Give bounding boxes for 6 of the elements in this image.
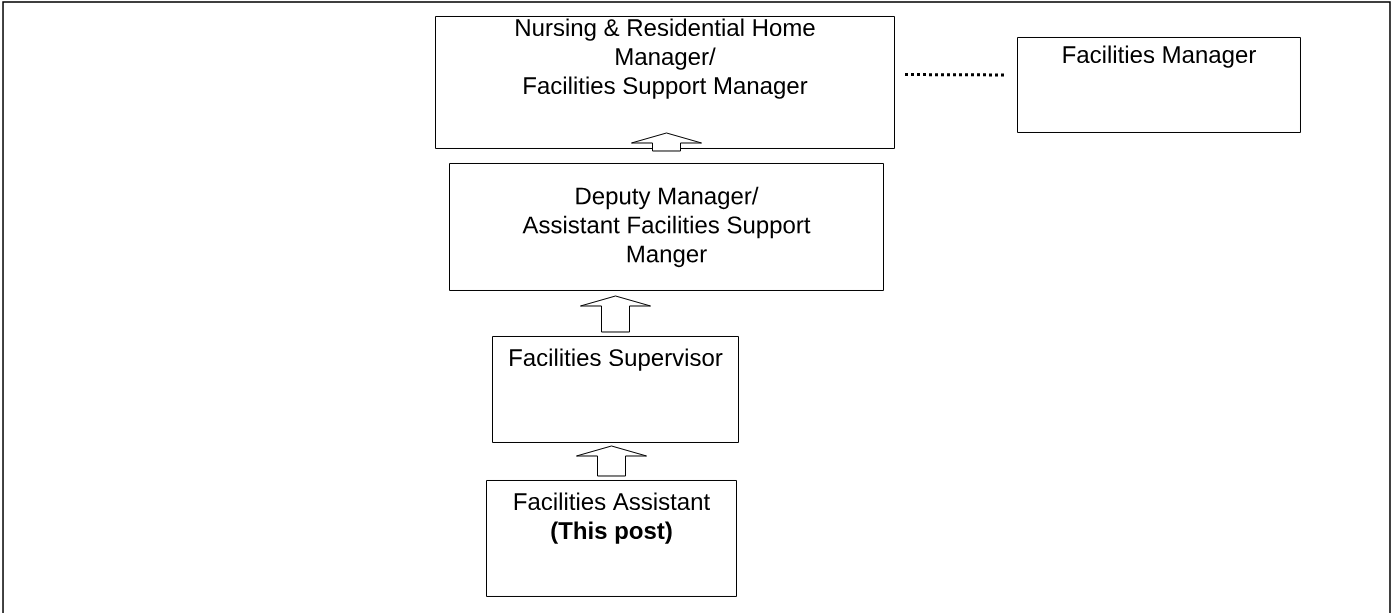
role-box: Facilities Manager — [1017, 37, 1301, 133]
role-box: Facilities Supervisor — [492, 336, 739, 443]
role-box: Deputy Manager/ Assistant Facilities Support Manger — [449, 163, 884, 291]
role-box: Nursing & Residential Home Manager/ Facilities Support Manager — [435, 16, 895, 149]
dotted-line — [905, 73, 1005, 77]
role-box: Facilities Assistant (This post) — [486, 480, 737, 597]
